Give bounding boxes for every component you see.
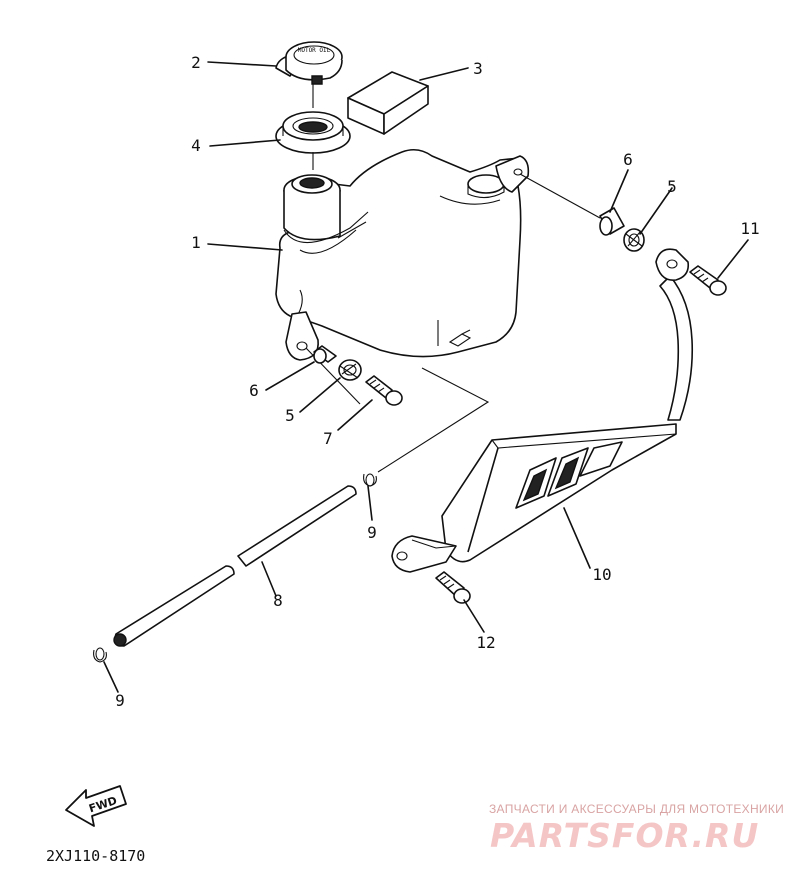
part-7-bolt[interactable] bbox=[365, 375, 403, 406]
part-9-clip-upper[interactable] bbox=[363, 473, 377, 487]
callout-8: 8 bbox=[273, 591, 283, 610]
part-10-bracket[interactable] bbox=[391, 248, 694, 573]
callout-4: 4 bbox=[191, 136, 201, 155]
part-9-clip-lower[interactable] bbox=[93, 647, 107, 663]
callout-2: 2 bbox=[191, 53, 201, 72]
watermark-tagline: ЗАПЧАСТИ И АКСЕССУАРЫ ДЛЯ МОТОТЕХНИКИ bbox=[489, 802, 784, 816]
callout-9-upper: 9 bbox=[367, 523, 377, 542]
callout-12: 12 bbox=[476, 633, 495, 652]
callout-1: 1 bbox=[191, 233, 201, 252]
callout-6-lower: 6 bbox=[249, 381, 259, 400]
callout-5-lower: 5 bbox=[285, 406, 295, 425]
part-12-bolt[interactable] bbox=[435, 571, 471, 604]
part-11-bolt[interactable] bbox=[689, 265, 727, 296]
callout-10: 10 bbox=[592, 565, 611, 584]
callout-7: 7 bbox=[323, 429, 333, 448]
callout-3: 3 bbox=[473, 59, 483, 78]
part-5-damper-upper[interactable] bbox=[623, 228, 645, 252]
part-3-pad[interactable] bbox=[347, 71, 429, 135]
diagram-code: 2XJ110-8170 bbox=[46, 847, 145, 865]
part-5-damper-lower[interactable] bbox=[338, 359, 362, 381]
part-6-collar-upper[interactable] bbox=[599, 207, 625, 236]
part-2-oil-cap[interactable]: MOTOR OIL bbox=[275, 41, 343, 85]
watermark-logo: PARTSFOR.RU bbox=[490, 816, 759, 855]
callout-11: 11 bbox=[740, 219, 759, 238]
part-4-grommet[interactable] bbox=[275, 111, 351, 154]
leader-lines bbox=[103, 61, 749, 693]
cap-lettering: MOTOR OIL bbox=[298, 47, 331, 54]
hose-routing-line bbox=[377, 367, 490, 473]
callout-5-upper: 5 bbox=[667, 177, 677, 196]
fwd-arrow-icon: FWD bbox=[65, 785, 127, 827]
part-1-oil-tank[interactable] bbox=[275, 148, 530, 361]
callout-9-lower: 9 bbox=[115, 691, 125, 710]
callout-6-upper: 6 bbox=[623, 150, 633, 169]
part-6-collar-lower[interactable] bbox=[313, 345, 337, 364]
part-8-hose[interactable] bbox=[113, 485, 357, 647]
